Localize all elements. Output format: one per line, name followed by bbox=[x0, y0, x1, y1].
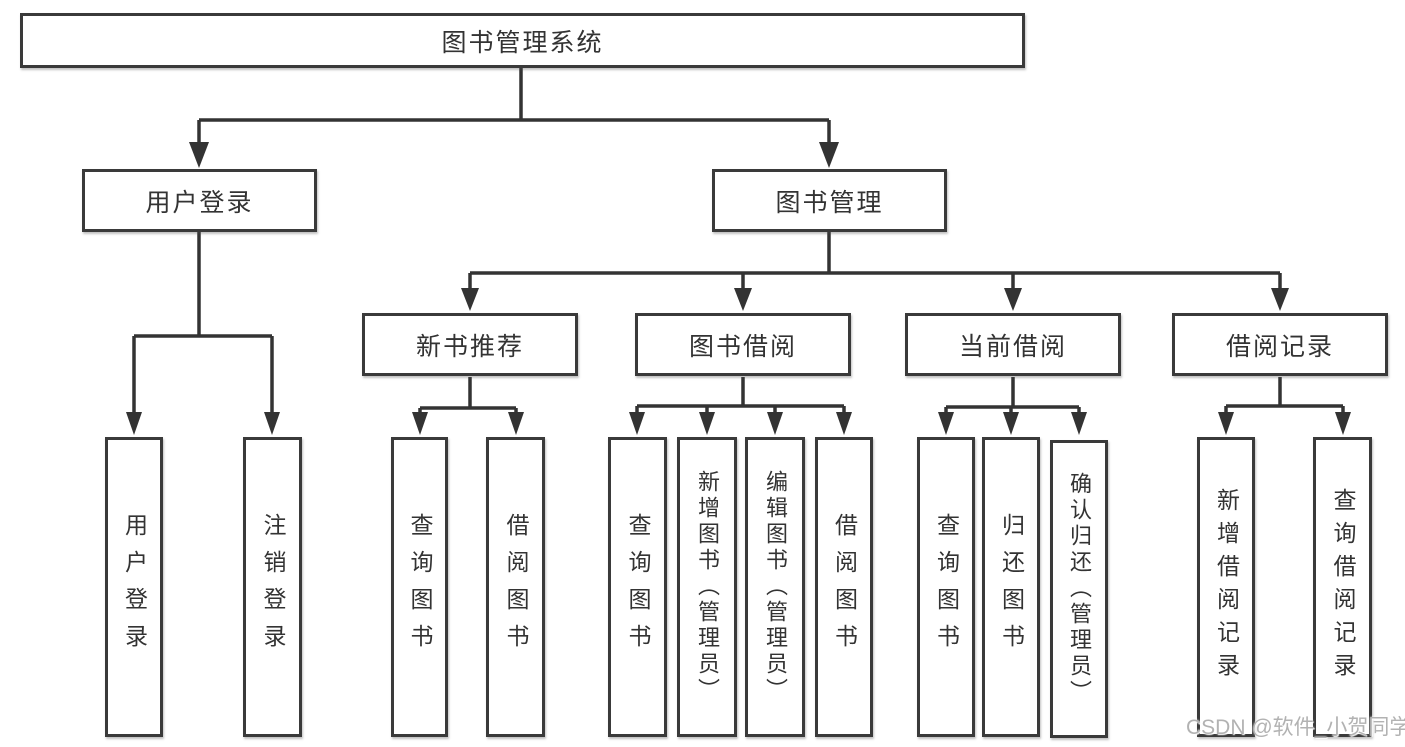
connectors-user-login bbox=[126, 232, 280, 435]
arrowhead-icon bbox=[1071, 412, 1087, 435]
watermark: CSDN @软件_小贺同学 bbox=[1186, 716, 1405, 739]
node-label: 借阅图书 bbox=[831, 513, 858, 661]
node-label: 用户登录 bbox=[121, 513, 148, 661]
node-label: 编辑图书（管理员） bbox=[763, 470, 788, 704]
node-label: 新增图书（管理员） bbox=[695, 470, 720, 704]
node-current-borrow: 当前借阅 bbox=[905, 313, 1121, 376]
arrowhead-icon bbox=[1335, 412, 1351, 435]
node-borrow-records: 借阅记录 bbox=[1172, 313, 1388, 376]
arrowhead-icon bbox=[819, 142, 839, 168]
arrowhead-icon bbox=[189, 142, 209, 168]
arrowhead-icon bbox=[264, 412, 280, 435]
node-query-books-borrow: 查询图书 bbox=[608, 437, 667, 737]
arrowhead-icon bbox=[629, 412, 645, 435]
node-logout-action: 注销登录 bbox=[243, 437, 302, 737]
node-label: 用户登录 bbox=[145, 188, 254, 217]
node-label: 确认归还（管理员） bbox=[1067, 472, 1092, 706]
arrowhead-icon bbox=[699, 412, 715, 435]
node-label: 借阅图书 bbox=[503, 513, 529, 661]
node-borrow-books-action: 借阅图书 bbox=[815, 437, 873, 737]
node-user-login-action: 用户登录 bbox=[105, 437, 163, 737]
node-label: 借阅记录 bbox=[1225, 332, 1334, 361]
node-label: 查询图书 bbox=[933, 513, 960, 661]
node-root-system: 图书管理系统 bbox=[20, 13, 1025, 68]
node-label: 新增借阅记录 bbox=[1213, 488, 1240, 686]
node-new-book-recommend: 新书推荐 bbox=[362, 313, 578, 376]
arrowhead-icon bbox=[508, 412, 524, 435]
node-label: 查询借阅记录 bbox=[1330, 488, 1356, 686]
node-label: 图书借阅 bbox=[688, 332, 797, 361]
node-label: 当前借阅 bbox=[958, 332, 1067, 361]
arrowhead-icon bbox=[1004, 288, 1022, 311]
node-borrow-books-recommend: 借阅图书 bbox=[486, 437, 545, 737]
arrowhead-icon bbox=[734, 288, 752, 311]
arrowhead-icon bbox=[938, 412, 954, 435]
arrowhead-icon bbox=[836, 412, 852, 435]
arrowhead-icon bbox=[767, 412, 783, 435]
node-book-management: 图书管理 bbox=[712, 169, 947, 232]
connectors-new-book-recommend bbox=[412, 377, 524, 435]
connectors-book-management bbox=[461, 232, 1289, 311]
arrowhead-icon bbox=[461, 288, 479, 311]
node-add-borrow-record: 新增借阅记录 bbox=[1197, 437, 1255, 737]
connectors-borrow-records bbox=[1218, 377, 1351, 435]
node-label: 查询图书 bbox=[407, 513, 433, 661]
node-query-borrow-record: 查询借阅记录 bbox=[1313, 437, 1372, 737]
node-label: 查询图书 bbox=[625, 513, 651, 661]
node-add-books-admin: 新增图书（管理员） bbox=[677, 437, 737, 737]
arrowhead-icon bbox=[1271, 288, 1289, 311]
node-user-login: 用户登录 bbox=[82, 169, 317, 232]
arrowhead-icon bbox=[1218, 412, 1234, 435]
connectors-current-borrow bbox=[938, 377, 1087, 435]
arrowhead-icon bbox=[126, 412, 142, 435]
node-book-borrow: 图书借阅 bbox=[635, 313, 851, 376]
connectors-root bbox=[189, 66, 839, 168]
node-confirm-return-admin: 确认归还（管理员） bbox=[1050, 440, 1108, 738]
node-edit-books-admin: 编辑图书（管理员） bbox=[745, 437, 805, 737]
node-label: 图书管理系统 bbox=[441, 28, 604, 57]
node-label: 注销登录 bbox=[260, 513, 286, 661]
arrowhead-icon bbox=[1003, 412, 1019, 435]
node-label: 新书推荐 bbox=[415, 332, 524, 361]
node-label: 图书管理 bbox=[775, 188, 884, 217]
connectors-book-borrow bbox=[629, 377, 852, 435]
node-label: 归还图书 bbox=[998, 513, 1025, 661]
arrowhead-icon bbox=[412, 412, 428, 435]
node-return-books: 归还图书 bbox=[982, 437, 1040, 737]
node-query-books-current: 查询图书 bbox=[917, 437, 975, 737]
node-query-books-recommend: 查询图书 bbox=[391, 437, 448, 737]
